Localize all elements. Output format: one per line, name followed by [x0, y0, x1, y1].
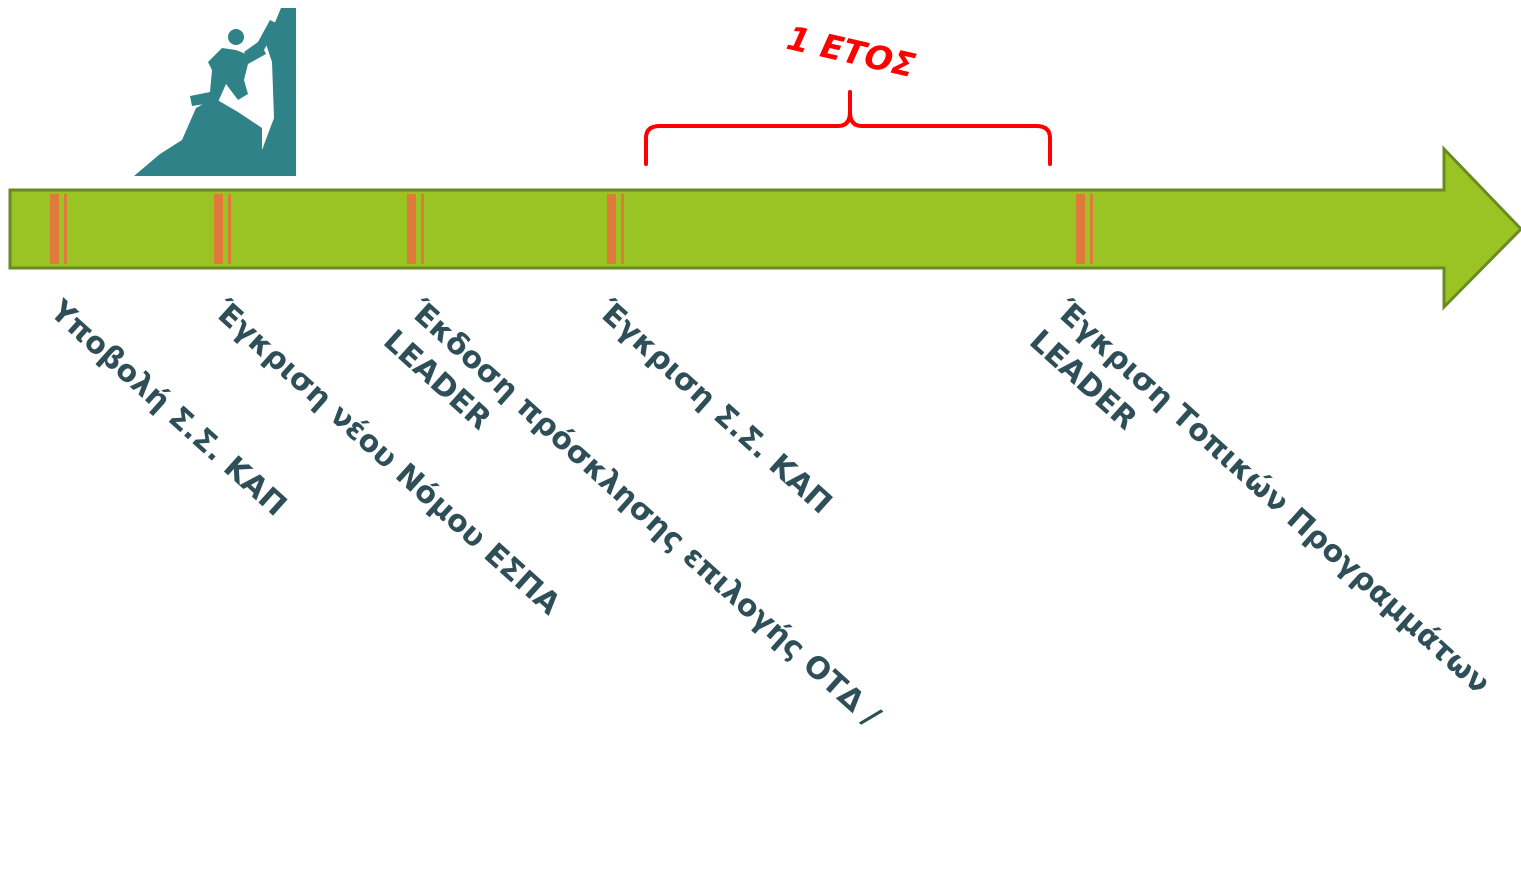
- milestone-tick: [214, 194, 231, 264]
- timeline-arrow: [8, 145, 1521, 311]
- timeline-ticks: [50, 194, 1093, 264]
- milestone-tick: [1076, 194, 1093, 264]
- milestone-tick: [50, 194, 67, 264]
- duration-bracket: [644, 90, 1052, 166]
- milestone-tick: [607, 194, 624, 264]
- milestone-tick: [407, 194, 424, 264]
- climber-icon: [134, 8, 296, 176]
